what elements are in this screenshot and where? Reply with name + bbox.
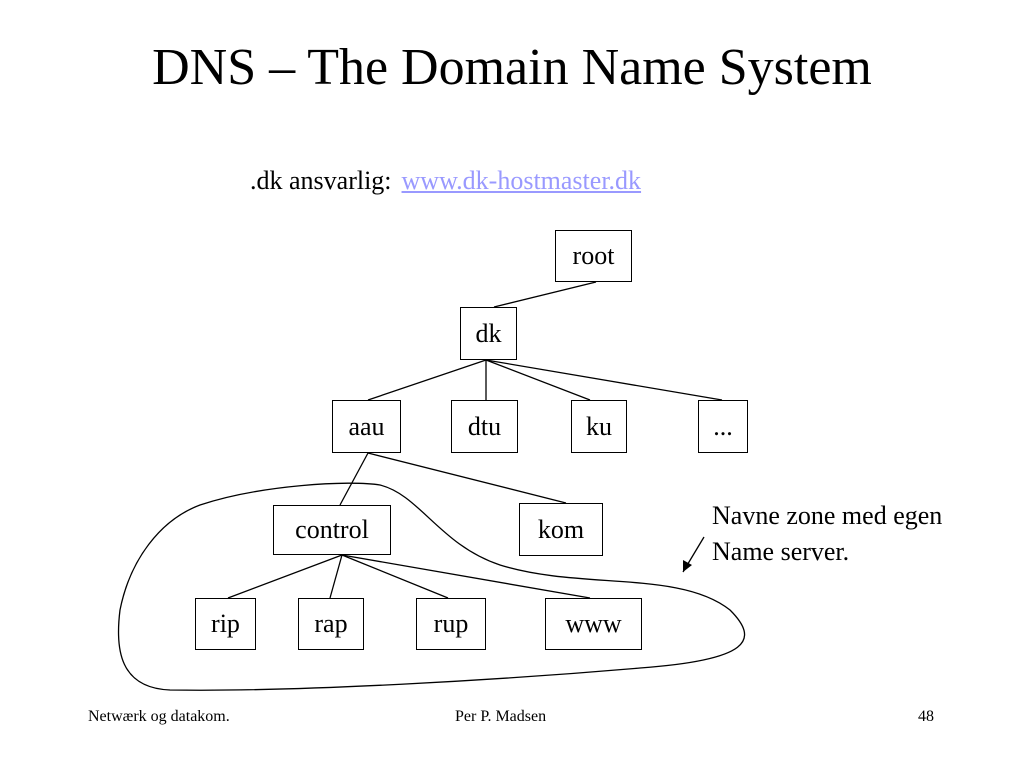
responsible-label: .dk ansvarlig: <box>250 166 392 195</box>
node-rip: rip <box>195 598 256 650</box>
node-rap: rap <box>298 598 364 650</box>
edge-aau-kom <box>367 452 567 504</box>
edge-aau-control <box>339 452 369 506</box>
node-www: www <box>545 598 642 650</box>
slide-title: DNS – The Domain Name System <box>152 39 872 96</box>
node-kom: kom <box>519 503 603 556</box>
node-root: root <box>555 230 632 282</box>
node-aau: aau <box>332 400 401 453</box>
edge-control-rup <box>341 554 449 599</box>
responsible-line: .dk ansvarlig: www.dk-hostmaster.dk <box>250 165 641 197</box>
node-dk: dk <box>460 307 517 360</box>
edge-control-rap <box>329 554 343 599</box>
hostmaster-link[interactable]: www.dk-hostmaster.dk <box>401 166 642 195</box>
footer-left: Netwærk og datakom. <box>88 708 230 725</box>
zone-note-line1: Navne zone med egen <box>712 501 943 530</box>
zone-note: Navne zone med egen Name server. <box>712 498 942 570</box>
edge-control-www <box>341 554 591 599</box>
node-etc: ... <box>698 400 748 453</box>
footer-page-number: 48 <box>918 708 934 725</box>
footer-center: Per P. Madsen <box>455 708 547 725</box>
edge-dk-etc <box>485 359 723 401</box>
note-arrow-head <box>683 560 692 572</box>
node-ku: ku <box>571 400 627 453</box>
node-control: control <box>273 505 391 555</box>
edge-dk-aau <box>367 359 487 401</box>
edge-root-dk <box>493 281 597 308</box>
zone-boundary <box>117 482 746 691</box>
edge-control-rip <box>227 554 343 599</box>
node-dtu: dtu <box>451 400 518 453</box>
node-rup: rup <box>416 598 486 650</box>
edge-dk-ku <box>485 359 591 401</box>
zone-note-line2: Name server. <box>712 537 850 566</box>
